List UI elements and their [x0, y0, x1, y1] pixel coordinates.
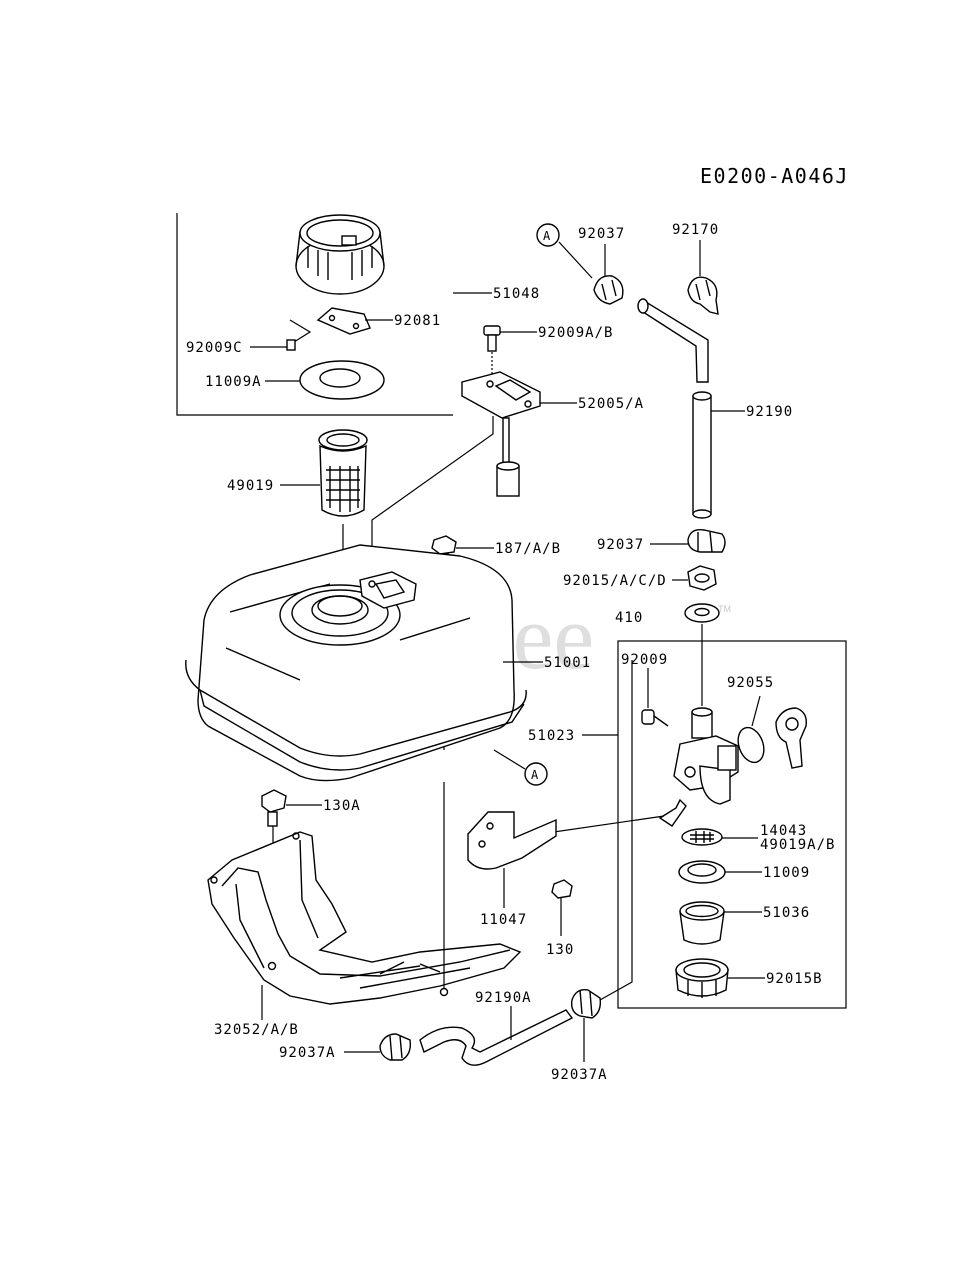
label-92009c: 92009C: [186, 340, 243, 356]
fuel-cock-lever-part: [775, 707, 807, 769]
label-92015acd: 92015/A/C/D: [563, 573, 667, 589]
clamp-92170-part: [687, 276, 719, 315]
gasket-11009-part: [678, 860, 726, 884]
label-51001: 51001: [544, 655, 591, 671]
bracket-11047-part: [467, 811, 557, 870]
bolt-130a-part: [261, 789, 287, 827]
label-11047: 11047: [480, 912, 527, 928]
guide-clamp-to-cock: [599, 660, 633, 1001]
label-92170: 92170: [672, 222, 719, 238]
label-92190: 92190: [746, 404, 793, 420]
guard-32052-part: [207, 831, 522, 1005]
screw-92009ab-part: [483, 325, 501, 352]
label-11009: 11009: [763, 865, 810, 881]
leader-a-bottom: [493, 749, 526, 770]
fuel-cock-group-box: [617, 640, 847, 1009]
label-49019: 49019: [227, 478, 274, 494]
gasket-11009a-part: [299, 360, 385, 400]
screw-92009-part: [641, 709, 669, 727]
clamp-92037-mid-part: [687, 529, 726, 553]
label-92037a-right: 92037A: [551, 1067, 608, 1083]
fuel-cap-part: [295, 214, 385, 295]
screen-14043-part: [681, 828, 723, 846]
label-51023: 51023: [528, 728, 575, 744]
label-130: 130: [546, 942, 574, 958]
ref-marker-a-top: A: [536, 223, 560, 247]
svg-text:A: A: [543, 229, 551, 243]
label-92009: 92009: [621, 652, 668, 668]
label-92009ab: 92009A/B: [538, 325, 613, 341]
cap-plate-part: [316, 307, 371, 335]
guide-cock-to-bracket: [539, 815, 665, 835]
label-130a: 130A: [323, 798, 361, 814]
hose-bend-part: [638, 301, 709, 383]
label-92055: 92055: [727, 675, 774, 691]
label-92037-top: 92037: [578, 226, 625, 242]
hose-bend-end: [637, 298, 649, 314]
clamp-92037a-left-part: [379, 1033, 412, 1061]
watermark-tm: TM: [718, 604, 731, 614]
leader-92055: [751, 695, 761, 727]
label-92015b: 92015B: [766, 971, 823, 987]
svg-text:A: A: [531, 768, 539, 782]
washer-410-part: [684, 603, 720, 623]
leader-a-top: [558, 241, 593, 279]
label-92037-mid: 92037: [597, 537, 644, 553]
filter-49019-part: [318, 429, 368, 517]
hose-92190a-part: [419, 1009, 574, 1066]
label-49019ab: 49019A/B: [760, 837, 835, 853]
label-11009a: 11009A: [205, 374, 262, 390]
label-92190a: 92190A: [475, 990, 532, 1006]
nut-92015b-part: [675, 958, 729, 998]
label-52005a: 52005/A: [578, 396, 644, 412]
label-410: 410: [615, 610, 643, 626]
clamp-92037a-right-part: [570, 989, 602, 1019]
label-51048: 51048: [493, 286, 540, 302]
o-ring-92055-part: [737, 726, 765, 764]
cap-group-bracket: [176, 213, 453, 416]
label-92081: 92081: [394, 313, 441, 329]
fuel-gauge-part: [461, 371, 541, 497]
label-187ab: 187/A/B: [495, 541, 561, 557]
clamp-92037-top-part: [593, 275, 624, 305]
cup-51036-part: [679, 901, 725, 945]
nut-92015acd-part: [687, 565, 717, 591]
label-92037a-left: 92037A: [279, 1045, 336, 1061]
screw-92009c-part: [286, 319, 312, 351]
ref-marker-a-bottom: A: [524, 762, 548, 786]
label-32052ab: 32052/A/B: [214, 1022, 299, 1038]
label-51036: 51036: [763, 905, 810, 921]
bolt-130-part: [551, 879, 573, 899]
diagram-code: E0200-A046J: [700, 164, 849, 188]
fuel-tank-part: [185, 544, 527, 782]
fuel-cock-body-part: [658, 624, 739, 827]
label-14043: 14043: [760, 823, 807, 839]
hose-92190-part: [692, 391, 712, 519]
